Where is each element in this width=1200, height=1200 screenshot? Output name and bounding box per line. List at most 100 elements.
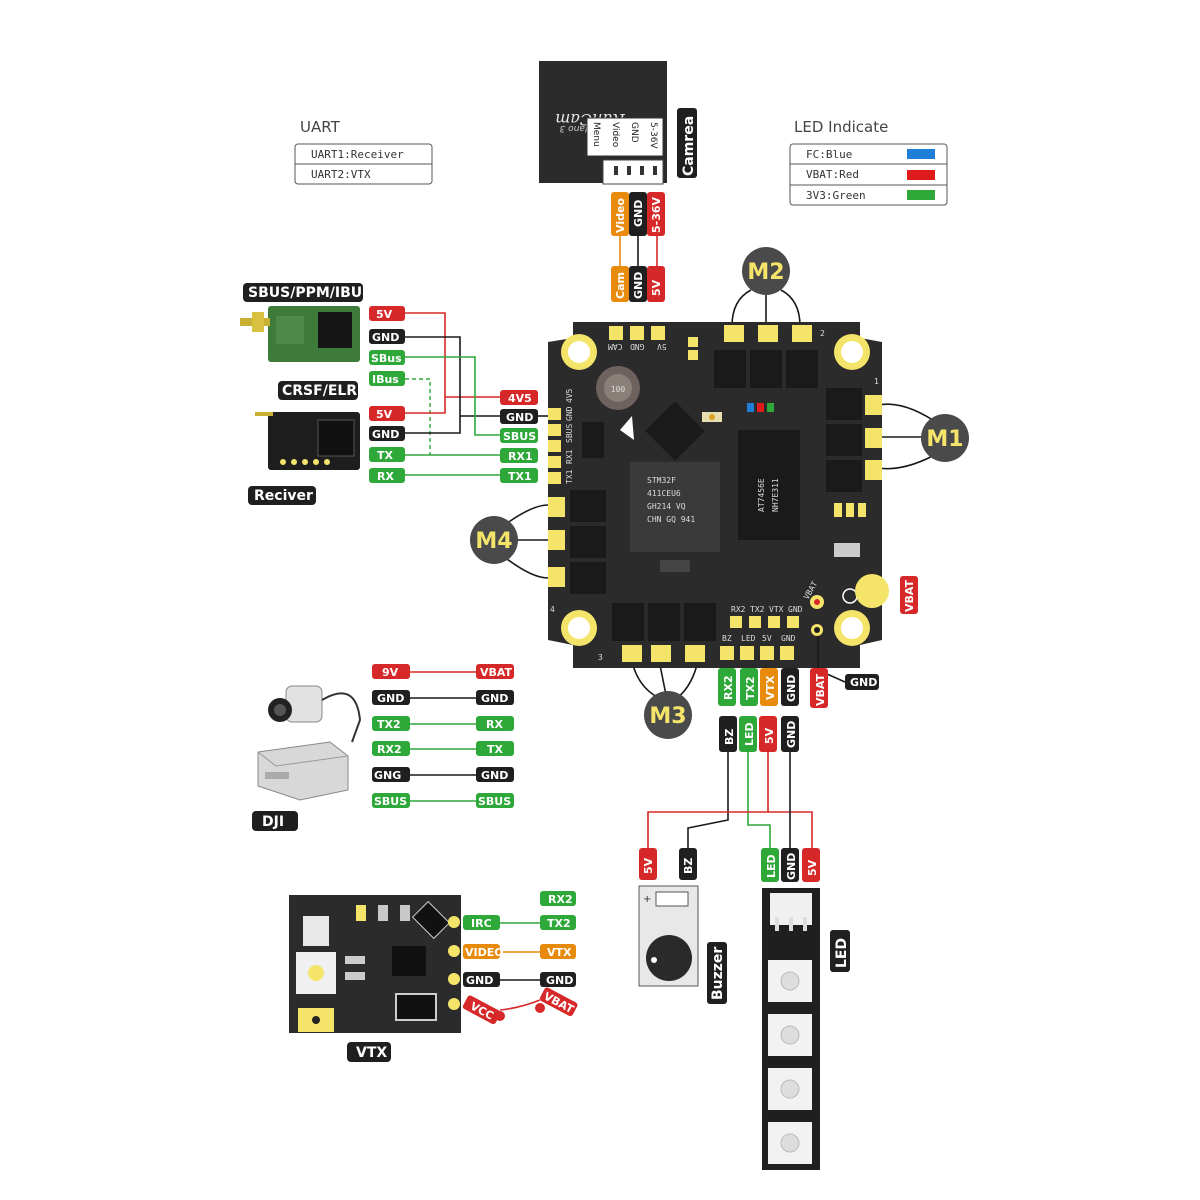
dji-row-6: SBUS SBUS (372, 793, 514, 808)
vtx-row-2-right: VTX (547, 946, 572, 959)
strip-tag-led: LED (765, 854, 778, 878)
dji-row-5: GNG GND (372, 767, 514, 782)
led-strip: LED GND 5V LED (761, 848, 850, 1170)
mcu-chip (630, 462, 720, 552)
camera-pin-gnd: GND (629, 122, 639, 143)
pad-cam-5v: 5V (657, 342, 667, 351)
led-green-swatch (907, 190, 935, 200)
uart-legend: UART UART1:Receiver UART2:VTX (294, 118, 433, 185)
cam-tag-5v: 5V (650, 279, 663, 296)
vtx-row-3-left: GND (466, 974, 493, 987)
led-blue-swatch (907, 149, 935, 159)
vbat-side-label: VBAT (903, 579, 916, 612)
crsf-pin-gnd: GND (372, 428, 399, 441)
motor-m3-label: M3 (649, 704, 686, 729)
uart-title: UART (300, 118, 341, 136)
cam-tag-cam: Cam (614, 272, 627, 299)
dji-section: DJI 9V VBAT GND GND TX2 RX RX2 (252, 664, 514, 831)
sbus-pin-ibus: IBus (372, 373, 399, 386)
vtx-section: VTX RX2 IRC TX2 VIDEO VTX GND GND VCC VB… (289, 891, 578, 1062)
vtx-row-2-left: VIDEO (465, 946, 504, 959)
vbat-side-tag: VBAT (900, 576, 918, 614)
led-red-swatch (907, 170, 935, 180)
bundle-bz: BZ (723, 729, 736, 745)
fc-tag-rx1: RX1 (508, 450, 533, 463)
motor-m4-label: M4 (475, 529, 512, 554)
gnd-side-tag: GND (817, 636, 879, 690)
receiver-footer: Reciver (254, 488, 313, 504)
cam-wire-power: 5-36V (650, 196, 663, 233)
mcu-line-4: CHN GQ 941 (647, 515, 695, 524)
osd-chip (738, 430, 800, 540)
receiver-section: SBUS/PPM/IBU CRSF/ELR Reciver 5V G (240, 283, 548, 505)
dji-air-unit (257, 741, 349, 801)
cam-wire-gnd: GND (632, 200, 645, 227)
crsf-pin-5v: 5V (376, 408, 393, 421)
cam-tag-gnd: GND (632, 272, 645, 299)
mcu-line-1: STM32F (647, 476, 676, 485)
led-vbat-label: VBAT:Red (806, 168, 859, 181)
flight-controller: 2 1 4 3 CAM GND 5V (548, 322, 889, 668)
camera-pin-video: Video (610, 122, 620, 148)
dji-row-3-right: RX (486, 718, 503, 731)
strip-tag-5v: 5V (806, 859, 819, 876)
dji-row-4-right: TX (487, 743, 504, 756)
camera-pin-menu: Menu (591, 122, 601, 147)
pad-tx2: TX2 (750, 605, 765, 614)
led-fc-label: FC:Blue (806, 148, 852, 161)
pad-vtx: VTX (769, 605, 784, 614)
pad-cam-gnd: GND (630, 342, 645, 351)
dji-row-5-left: GNG (374, 769, 401, 782)
pad-gnd-bottom-2: GND (781, 634, 796, 643)
fc-tag-gnd: GND (506, 411, 533, 424)
motor-m2-label: M2 (747, 260, 784, 285)
pad-tx1: TX1 (565, 469, 574, 484)
pad-gnd: GND (565, 406, 574, 421)
led-cells (768, 960, 812, 1164)
fc-bottom-tags: RX2 TX2 VTX GND VBAT (718, 668, 828, 708)
mounting-holes (561, 334, 870, 646)
bottom-wire-bundle: BZ LED 5V GND (647, 716, 813, 850)
vtx-name: VTX (356, 1045, 387, 1061)
dji-row-3: TX2 RX (372, 716, 514, 731)
led-strip-name: LED (834, 938, 850, 968)
mcu-line-2: 411CEU6 (647, 489, 681, 498)
dji-camera (285, 685, 323, 723)
crsf-pin-tx: TX (377, 449, 394, 462)
cam-wire-video: Video (614, 198, 627, 233)
tag-gnd: GND (785, 675, 798, 702)
dji-row-5-right: GND (481, 769, 508, 782)
dji-row-6-left: SBUS (374, 795, 407, 808)
tag-rx2: RX2 (722, 675, 735, 700)
buzzer: 5V BZ + Buzzer (638, 848, 727, 1004)
pad-sbus: SBUS (565, 424, 574, 443)
bundle-gnd: GND (785, 721, 798, 748)
motor-m1-label: M1 (926, 427, 963, 452)
camera-name: Camrea (681, 116, 697, 176)
tag-tx2: TX2 (744, 676, 757, 700)
bundle-led: LED (743, 722, 756, 746)
tag-vtx: VTX (764, 675, 777, 700)
fc-tag-4v5: 4V5 (508, 392, 532, 405)
osd-line-2: NH7E311 (771, 478, 780, 512)
sbus-pin-sbus: SBus (371, 352, 402, 365)
pad-rx2: RX2 (731, 605, 746, 614)
pad-gnd-bottom: GND (788, 605, 803, 614)
osd-line-1: AT7456E (757, 478, 766, 512)
buzzer-tag-bz: BZ (682, 858, 695, 874)
camera: RunCam Racer Nano 3 Menu Video GND 5-36V… (539, 61, 697, 185)
tag-vbat: VBAT (814, 673, 827, 706)
dji-row-4: RX2 TX (372, 741, 514, 756)
mcu-line-3: GH214 VQ (647, 502, 686, 511)
pad-led: LED (741, 634, 756, 643)
bundle-5v: 5V (763, 727, 776, 744)
crsf-pin-rx: RX (377, 470, 394, 483)
vtx-extra-tag: RX2 (548, 893, 573, 906)
corner-number-3: 3 (598, 653, 603, 662)
motor-m4-marker: M4 (470, 516, 518, 564)
pad-rx1: RX1 (565, 449, 574, 464)
led-indicate-legend: LED Indicate FC:Blue VBAT:Red 3V3:Green (789, 118, 948, 206)
corner-number-2: 2 (820, 329, 825, 338)
pad-5v-bottom: 5V (762, 634, 772, 643)
